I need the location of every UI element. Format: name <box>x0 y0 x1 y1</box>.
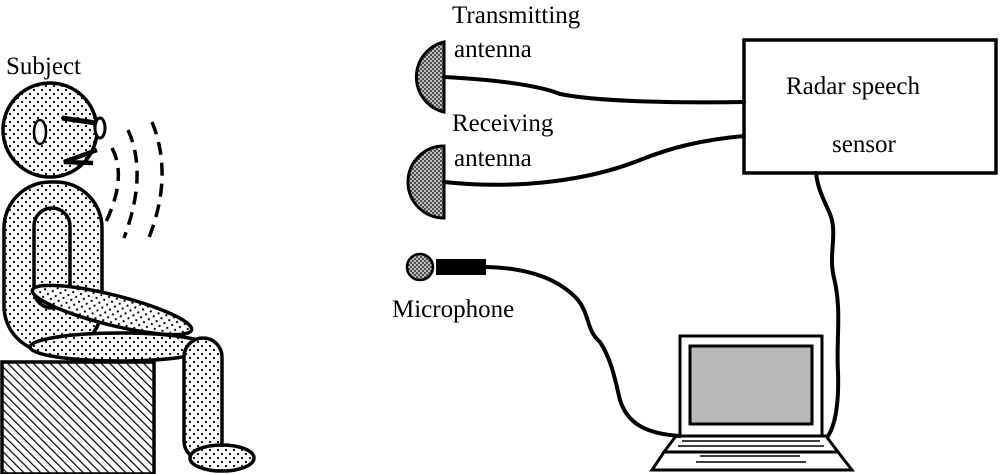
speech-waves <box>102 121 164 241</box>
radar-sensor-label-line2: sensor <box>832 131 897 158</box>
microphone-label: Microphone <box>392 296 514 323</box>
radar-sensor-label-line1: Radar speech <box>786 73 920 100</box>
subject-lower-leg <box>182 336 224 462</box>
transmitting-antenna <box>414 40 446 114</box>
microphone-head <box>405 252 435 282</box>
laptop-base <box>649 450 856 472</box>
receiving-antenna-label-line1: Receiving <box>452 110 554 137</box>
subject-figure <box>0 81 256 474</box>
microphone-body <box>436 259 486 275</box>
laptop-keyboard-deck <box>661 434 841 454</box>
laptop <box>649 334 856 472</box>
stool <box>0 360 156 474</box>
subject-eye <box>93 116 107 140</box>
transmitting-antenna-label-line1: Transmitting <box>452 2 581 29</box>
receiving-antenna-label-line2: antenna <box>454 145 532 172</box>
subject-upper-arm <box>32 206 72 310</box>
receiving-antenna <box>406 144 446 220</box>
laptop-screen <box>688 344 814 426</box>
radar-speech-sensor-box <box>742 38 998 175</box>
subject-forearm <box>30 283 194 337</box>
transmit-cable <box>442 75 746 105</box>
subject-ear <box>32 118 48 146</box>
transmitting-antenna-label-line2: antenna <box>454 36 532 63</box>
subject-foot <box>188 443 256 473</box>
microphone-cable <box>484 265 682 438</box>
receive-cable <box>442 134 746 187</box>
cables <box>442 75 841 438</box>
microphone <box>405 252 486 282</box>
sensor-to-laptop-cable <box>814 171 841 438</box>
subject-label: Subject <box>6 53 81 80</box>
